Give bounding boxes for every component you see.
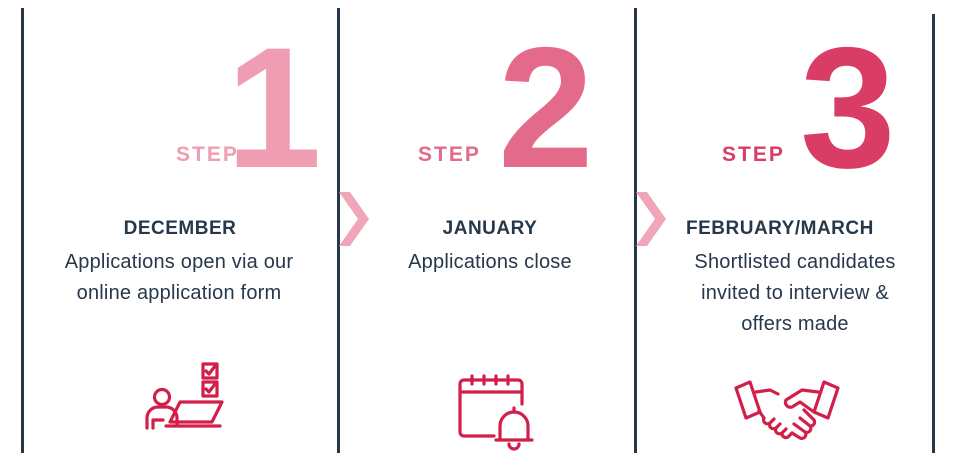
divider-2-3 [634,8,637,453]
chevron-right-icon [339,192,369,246]
step-label: STEP [418,143,481,166]
step-description-line: offers made [741,313,849,335]
step-description-line: invited to interview & [701,282,889,304]
step-description: Applications close [345,247,635,278]
step-description: Applications open via our online applica… [23,247,335,309]
step-number: 1 [226,12,322,204]
handshake-icon [734,380,840,441]
person-at-laptop-checklist-icon [145,362,224,430]
step-description: Shortlisted candidates invited to interv… [650,247,940,340]
step-month: DECEMBER [123,218,237,239]
divider-right [932,14,935,453]
step-description-line: Shortlisted candidates [694,251,896,273]
divider-left [21,8,24,453]
step-description-line: Applications close [408,251,572,273]
step-number: 2 [498,12,594,204]
calendar-bell-icon [458,374,534,451]
step-number: 3 [800,12,896,204]
step-month: FEBRUARY/MARCH [686,218,874,239]
chevron-right-icon [636,192,666,246]
step-label: STEP [176,143,239,166]
step-description-line: online application form [76,282,282,304]
step-label: STEP [722,143,785,166]
step-description-line: Applications open via our [64,251,294,273]
step-month: JANUARY [442,218,538,239]
divider-1-2 [337,8,340,453]
